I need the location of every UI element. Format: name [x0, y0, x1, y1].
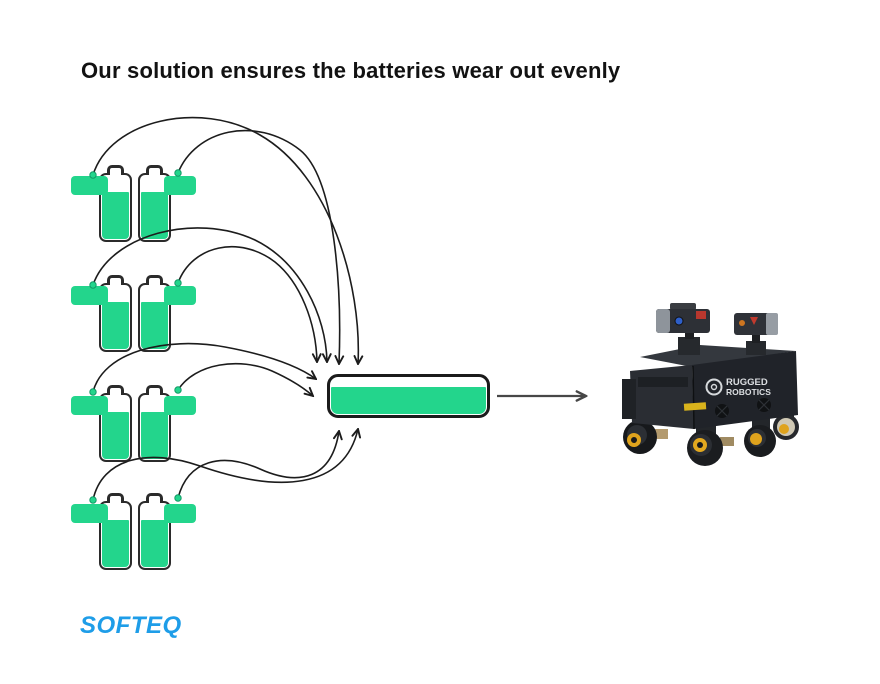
battery-cap-icon	[146, 165, 163, 175]
battery-charge-fill	[141, 302, 168, 349]
robot-photo: RUGGED ROBOTICS	[622, 303, 799, 466]
wire-g1-right	[177, 129, 340, 364]
battery-cap-icon	[146, 275, 163, 285]
battery	[138, 275, 196, 353]
wire-g2-right	[177, 246, 317, 362]
robot-brand-text: ROBOTICS	[726, 387, 771, 397]
battery	[71, 275, 132, 353]
battery-connector-tab	[71, 504, 108, 523]
battery-charge-fill	[141, 412, 168, 459]
battery-cap-icon	[146, 493, 163, 503]
battery-connector-tab	[164, 286, 196, 305]
battery	[71, 493, 132, 571]
battery	[138, 493, 196, 571]
battery-shell	[99, 501, 132, 570]
battery-group-4	[71, 493, 196, 571]
rugged-gear-icon	[705, 378, 723, 396]
battery-connector-tab	[164, 176, 196, 195]
battery-group-3	[71, 385, 196, 463]
wire-g4-right	[177, 431, 339, 499]
robot-brand-text: RUGGED	[726, 377, 768, 388]
softeq-logo: SOFTEQ	[80, 612, 182, 639]
battery	[71, 385, 132, 463]
robot-camera-left-icon	[656, 303, 710, 355]
battery-group-1	[71, 165, 196, 243]
battery-group-2	[71, 275, 196, 353]
robot-wheels	[623, 409, 799, 466]
battery-connector-tab	[71, 286, 108, 305]
battery	[138, 165, 196, 243]
robot-camera-right-icon	[734, 313, 778, 355]
battery-cap-icon	[107, 165, 124, 175]
battery-connector-tab	[71, 176, 108, 195]
slide-title: Our solution ensures the batteries wear …	[81, 58, 621, 83]
shared-battery-charge-fill	[331, 387, 486, 414]
robot-brand: RUGGED ROBOTICS	[705, 377, 771, 397]
shared-battery	[327, 374, 490, 418]
battery-charge-fill	[102, 192, 129, 239]
battery	[138, 385, 196, 463]
battery-connector-tab	[71, 396, 108, 415]
wire-g3-right	[177, 362, 313, 396]
battery-cap-icon	[107, 385, 124, 395]
battery-cap-icon	[107, 493, 124, 503]
battery-connector-tab	[164, 504, 196, 523]
battery-charge-fill	[102, 302, 129, 349]
battery-charge-fill	[102, 520, 129, 567]
battery-charge-fill	[141, 520, 168, 567]
battery-charge-fill	[141, 192, 168, 239]
battery-cap-icon	[107, 275, 124, 285]
robot-chassis	[622, 345, 798, 430]
battery-cap-icon	[146, 385, 163, 395]
battery-charge-fill	[102, 412, 129, 459]
battery-connector-tab	[164, 396, 196, 415]
battery	[71, 165, 132, 243]
